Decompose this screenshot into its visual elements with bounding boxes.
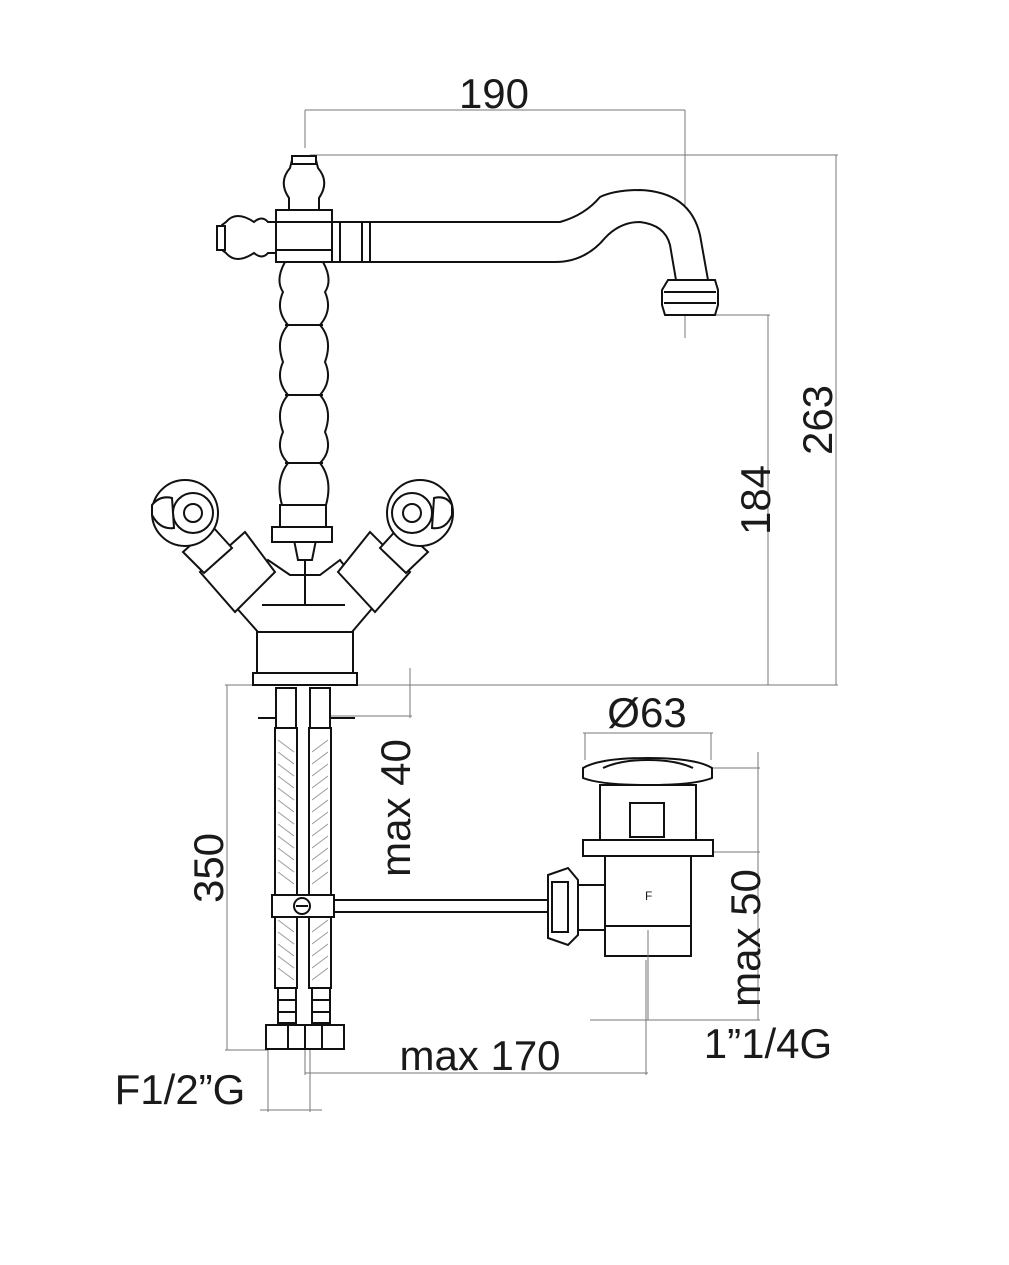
right-handle bbox=[336, 479, 454, 614]
dim-length-350: 350 bbox=[185, 833, 232, 903]
dim-height-263: 263 bbox=[794, 385, 841, 455]
supply-hoses bbox=[258, 687, 355, 1050]
dim-max-170: max 170 bbox=[399, 1032, 560, 1079]
waste-marker: F bbox=[645, 889, 652, 903]
dim-thread-waste: 1”1/4G bbox=[704, 1020, 832, 1067]
dim-width-190: 190 bbox=[459, 70, 529, 117]
dim-thread-inlet: F1/2”G bbox=[115, 1066, 246, 1113]
pop-up-waste: F bbox=[547, 756, 714, 1020]
dim-max-40: max 40 bbox=[372, 739, 419, 877]
dim-diameter-63: Ø63 bbox=[607, 689, 686, 736]
dim-height-184: 184 bbox=[732, 465, 779, 535]
left-handle bbox=[151, 479, 277, 614]
dimension-labels: 190 263 184 max 40 350 max 50 Ø63 max 17… bbox=[115, 70, 841, 1113]
pop-up-rod bbox=[334, 899, 550, 913]
faucet-body bbox=[151, 155, 719, 686]
dim-max-50: max 50 bbox=[722, 869, 769, 1007]
